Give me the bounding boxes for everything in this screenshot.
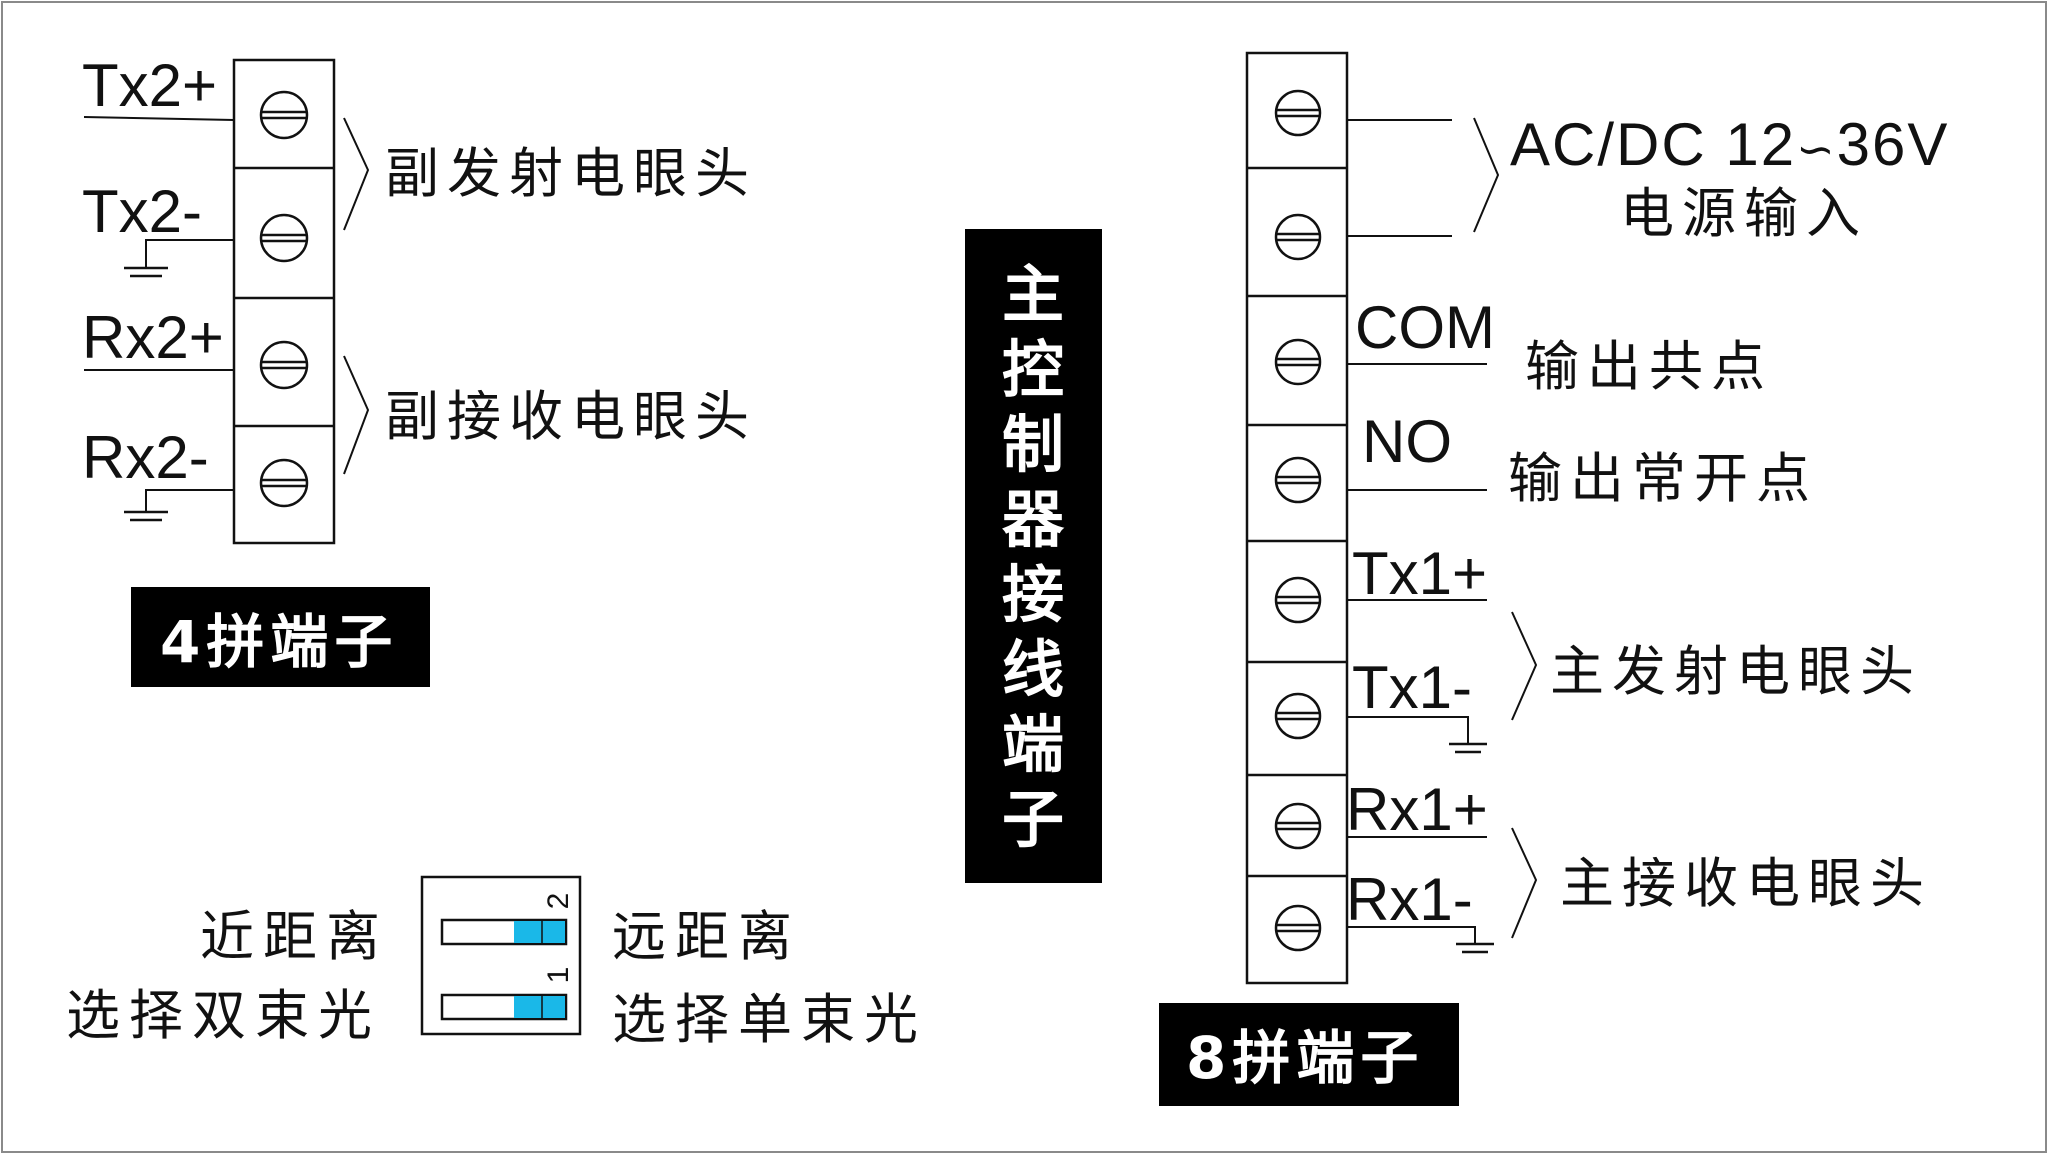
power-voltage-end: 36V [1837,111,1950,178]
switch-label-long-range: 远距离 [612,907,801,967]
screw-icon [1274,904,1322,952]
screw-icon [1274,692,1322,740]
badge-4pin [131,587,430,687]
wire-label-tx2-plus: Tx2+ [82,52,217,119]
wire-label-rx1-plus: Rx1+ [1346,776,1488,843]
main-title-char: 器 [1002,483,1065,556]
screw-icon [1274,456,1322,504]
desc-power-input: 电源输入 [1620,184,1868,244]
screw-icon [1274,338,1322,386]
main-title: 主控制器接线端子 [1002,258,1065,856]
dip-number-2: 2 [542,893,575,910]
desc-output-common: 输出共点 [1525,337,1773,397]
terminal-block-8pin [1245,51,1349,985]
terminal-block-4pin [232,58,336,545]
switch-label-single-beam: 选择单束光 [612,990,927,1050]
bracket-icon [1511,827,1538,939]
screw-icon [1274,802,1322,850]
main-title-char: 制 [1002,408,1064,481]
wire-label-rx1-minus: Rx1- [1346,866,1473,933]
bracket-icon [343,355,370,475]
screw-icon [1274,576,1322,624]
screw-icon [1274,89,1322,137]
wire-label-tx2-minus: Tx2- [82,178,202,245]
bracket-icon [1511,611,1538,721]
screw-icon [259,213,309,263]
screw-icon [1274,213,1322,261]
ground-icon [124,510,168,522]
main-title-char: 接 [1002,558,1064,631]
main-title-char: 线 [1002,633,1064,706]
wire-label-rx2-minus: Rx2- [82,424,209,491]
badge-4pin-label: 4拼端子 [160,608,398,676]
wire-label-rx2-plus: Rx2+ [82,304,224,371]
screw-icon [259,340,309,390]
desc-aux-receiver: 副接收电眼头 [385,387,757,447]
main-title-char: 子 [1002,783,1064,856]
main-title-char: 控 [1002,333,1064,406]
bracket-icon [1473,117,1500,233]
power-voltage: AC/DC 12∽36V [1510,111,1949,178]
desc-main-transmitter: 主发射电眼头 [1550,642,1922,702]
dip-toggle-1 [514,996,565,1018]
wire-label-no: NO [1362,408,1452,475]
screw-icon [259,458,309,508]
title-box [965,229,1102,883]
main-title-char: 主 [1002,258,1064,331]
dip-toggle-2 [514,921,565,943]
badge-8pin [1159,1003,1459,1106]
switch-label-dual-beam: 选择双束光 [66,986,381,1046]
power-voltage-start: AC/DC 12 [1510,111,1796,178]
wires-4pin [83,116,235,512]
tilde-symbol: ∽ [1796,122,1837,176]
screw-icon [259,90,309,140]
desc-aux-transmitter: 副发射电眼头 [385,144,757,204]
wire-label-tx1-minus: Tx1- [1352,654,1472,721]
main-title-char: 端 [1002,708,1064,781]
desc-output-normally-open: 输出常开点 [1508,449,1818,509]
ground-icon [1456,942,1494,954]
switch-label-short-range: 近距离 [200,907,389,967]
bracket-icon [343,117,370,231]
badge-8pin-label: 8拼端子 [1186,1024,1424,1092]
dip-switch: 2 1 [420,875,582,1036]
wires-8pin [1347,119,1487,944]
desc-main-receiver: 主接收电眼头 [1560,854,1932,914]
ground-icon [1449,742,1487,754]
ground-icon [124,266,168,278]
wire-label-com: COM [1355,294,1495,361]
wire-label-tx1-plus: Tx1+ [1352,540,1487,607]
dip-number-1: 1 [542,967,575,984]
